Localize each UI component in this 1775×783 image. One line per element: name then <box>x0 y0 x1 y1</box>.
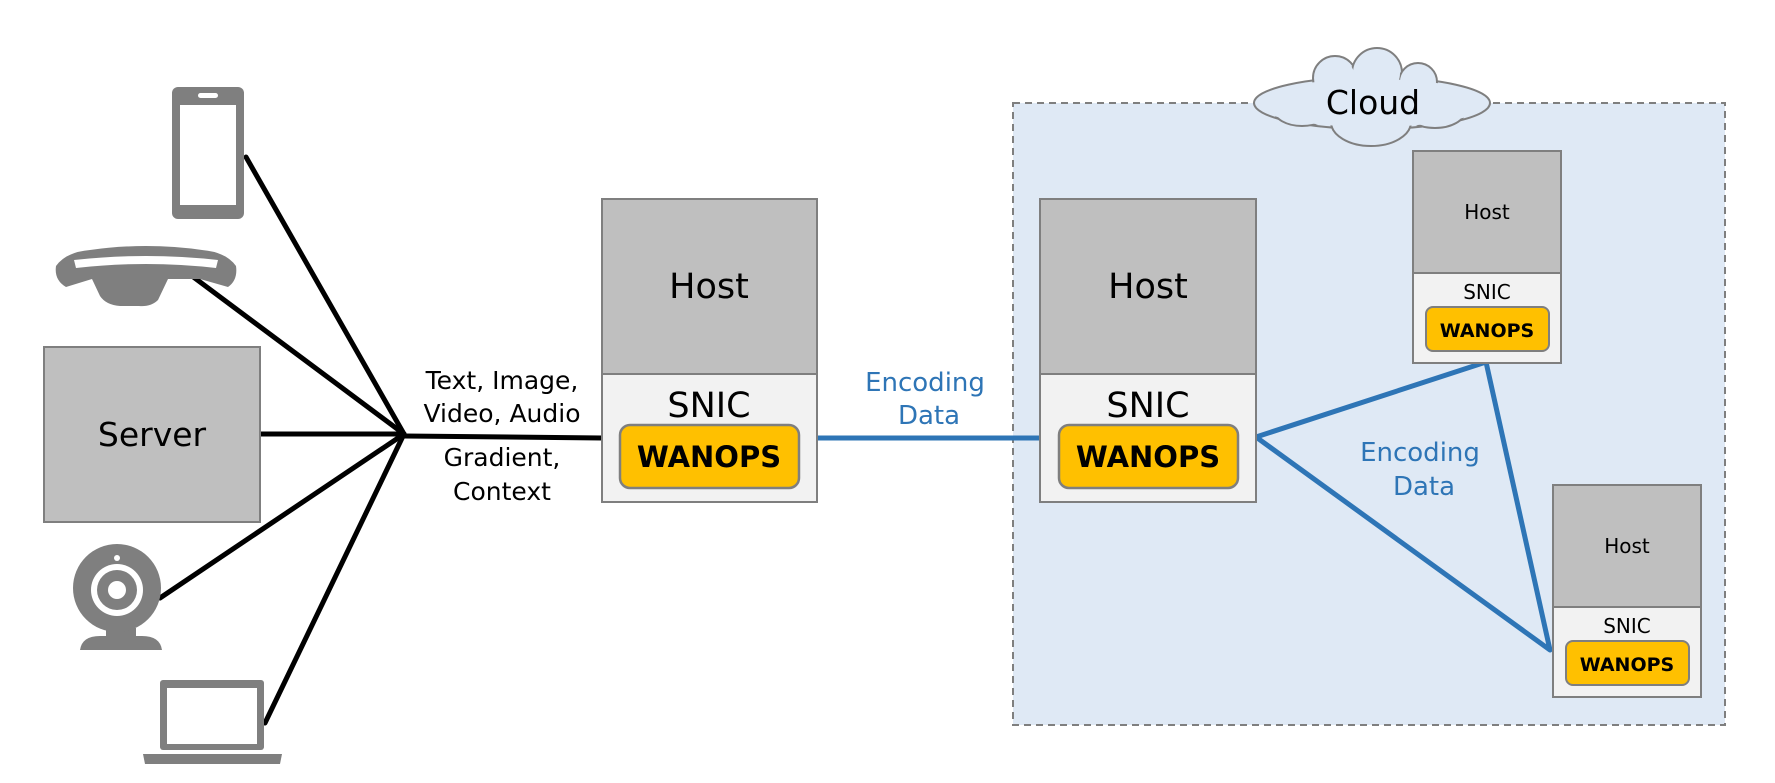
cloud-peer-host-1-node: Host SNIC WANOPS <box>1413 151 1561 363</box>
cloud-main-snic-label: SNIC <box>1106 386 1189 426</box>
cloud-main-host-label: Host <box>1108 267 1188 307</box>
peer2-host-label: Host <box>1604 534 1650 558</box>
server-label: Server <box>98 415 207 454</box>
edge-snic-label: SNIC <box>667 386 750 426</box>
vr-headset-icon <box>56 246 237 306</box>
encoding-label-line1: Encoding <box>865 368 985 398</box>
data-types-line3: Gradient, <box>444 443 561 472</box>
peer2-snic-label: SNIC <box>1603 614 1651 638</box>
peer1-host-label: Host <box>1464 200 1510 224</box>
data-types-line2: Video, Audio <box>424 399 581 428</box>
link-to-edge-host <box>404 436 602 438</box>
edge-wanops-label: WANOPS <box>637 440 781 474</box>
data-types-line4: Context <box>453 477 551 506</box>
laptop-icon <box>143 680 282 764</box>
peer2-wanops-label: WANOPS <box>1580 654 1674 676</box>
cloud-main-host-node: Host SNIC WANOPS <box>1040 199 1256 502</box>
peer1-wanops-label: WANOPS <box>1440 320 1534 342</box>
webcam-icon <box>73 544 162 650</box>
edge-host-label: Host <box>669 267 749 307</box>
cloud-main-wanops-label: WANOPS <box>1076 440 1220 474</box>
cloud-encoding-label-line1: Encoding <box>1360 438 1480 468</box>
encoding-label-line2: Data <box>898 401 960 431</box>
peer1-snic-label: SNIC <box>1463 280 1511 304</box>
smartphone-icon <box>172 87 244 219</box>
edge-host-node: Host SNIC WANOPS <box>602 199 817 502</box>
link-laptop <box>265 434 404 723</box>
cloud-peer-host-2-node: Host SNIC WANOPS <box>1553 485 1701 697</box>
data-types-line1: Text, Image, <box>425 366 579 395</box>
link-smartphone <box>246 157 404 434</box>
cloud-label: Cloud <box>1326 83 1420 122</box>
cloud-encoding-label-line2: Data <box>1393 472 1455 502</box>
